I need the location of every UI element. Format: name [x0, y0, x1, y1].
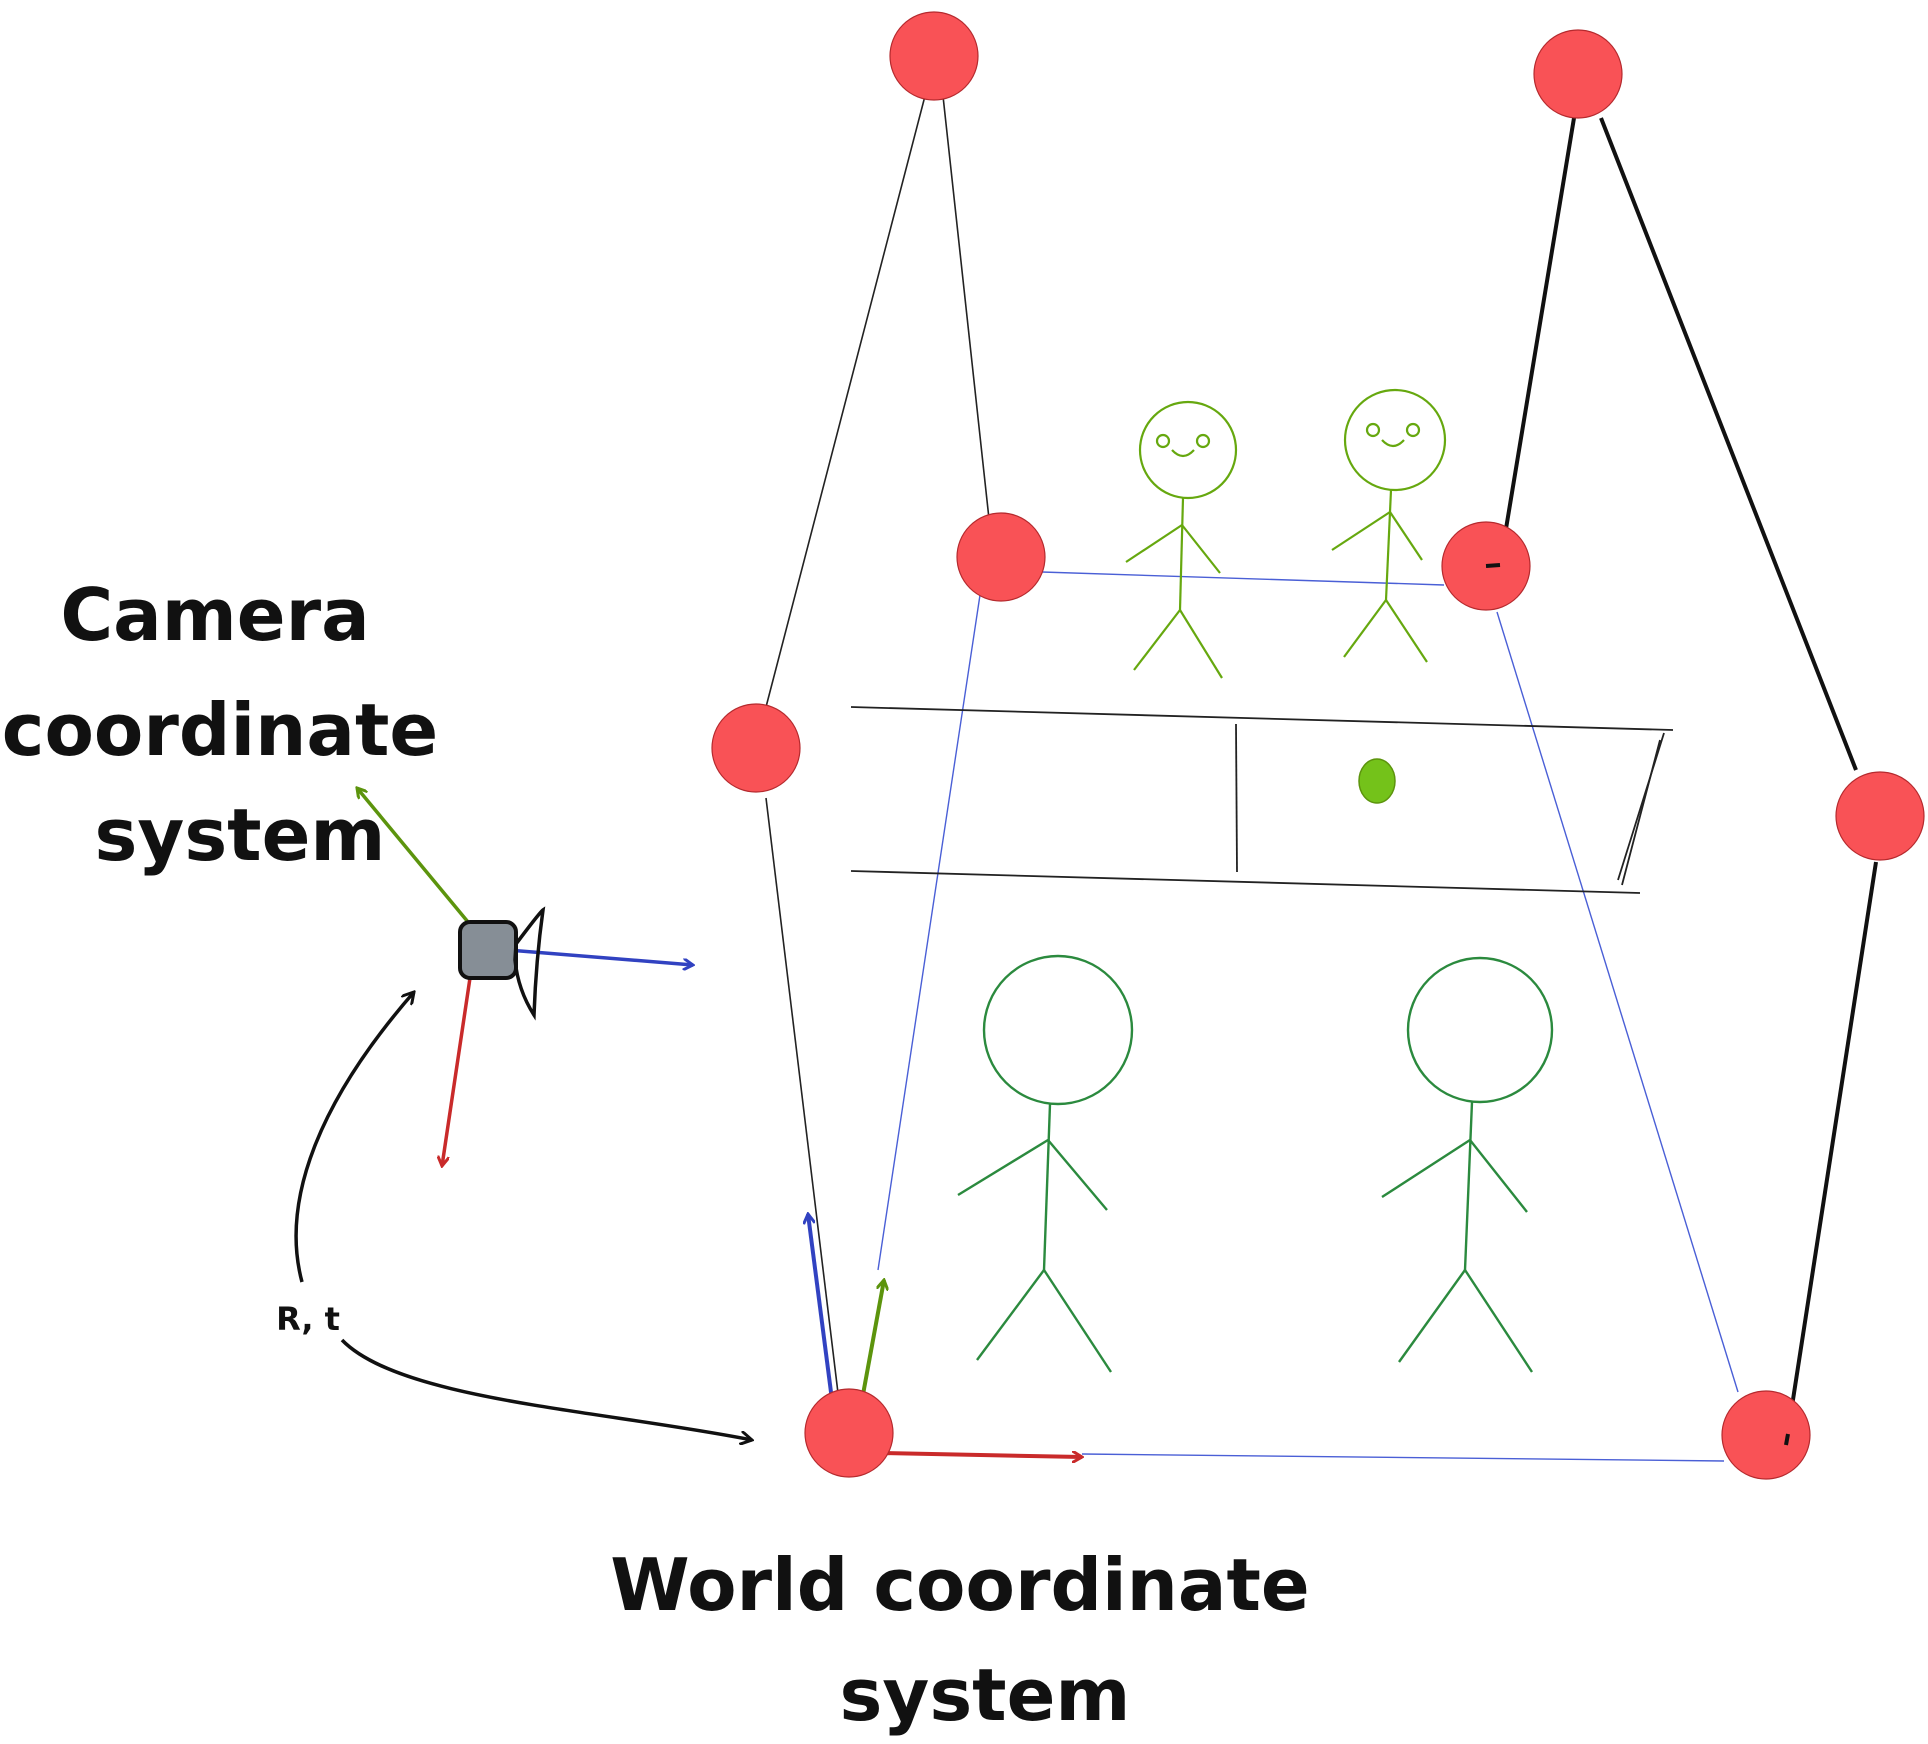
camera-axis-red — [442, 977, 472, 1166]
world-axis-blue — [808, 1214, 834, 1401]
camera-label-line1: Camera — [60, 573, 369, 657]
marker-mid-right — [1835, 771, 1925, 861]
frustum-right-overlay — [1485, 563, 1790, 1446]
image-plane-outline — [877, 571, 1739, 1462]
marker-world-origin — [804, 1388, 894, 1478]
stick-figure-small-right — [1331, 388, 1447, 663]
camera-axes — [357, 788, 693, 1166]
frustum-right-edges — [1498, 117, 1878, 1446]
camera-label-line3: system — [95, 793, 386, 877]
marker-mid-left — [711, 703, 801, 793]
projected-point-dot — [1358, 758, 1396, 804]
world-label-line2: system — [840, 1653, 1131, 1737]
transform-label: R, t — [276, 1300, 340, 1338]
marker-top-right — [1533, 29, 1623, 119]
camera-icon — [458, 906, 546, 1021]
marker-near-top-left — [956, 512, 1046, 602]
marker-top-left — [889, 11, 979, 101]
marker-bottom-right — [1721, 1390, 1811, 1480]
world-axes — [808, 1214, 1082, 1457]
stick-figure-large-left — [957, 954, 1134, 1373]
world-axis-red — [879, 1453, 1082, 1457]
corner-markers — [711, 11, 1925, 1480]
camera-label-line2: coordinate — [2, 688, 438, 772]
transform-arrows — [294, 992, 752, 1440]
world-label-line1: World coordinate — [610, 1543, 1310, 1627]
image-plane-screen — [850, 706, 1674, 894]
world-axis-green — [860, 1280, 884, 1401]
camera-axis-green — [357, 788, 470, 924]
stick-figure-large-right — [1381, 956, 1554, 1373]
frustum-left-edges — [765, 95, 991, 1394]
stick-figure-small-left — [1125, 400, 1238, 679]
